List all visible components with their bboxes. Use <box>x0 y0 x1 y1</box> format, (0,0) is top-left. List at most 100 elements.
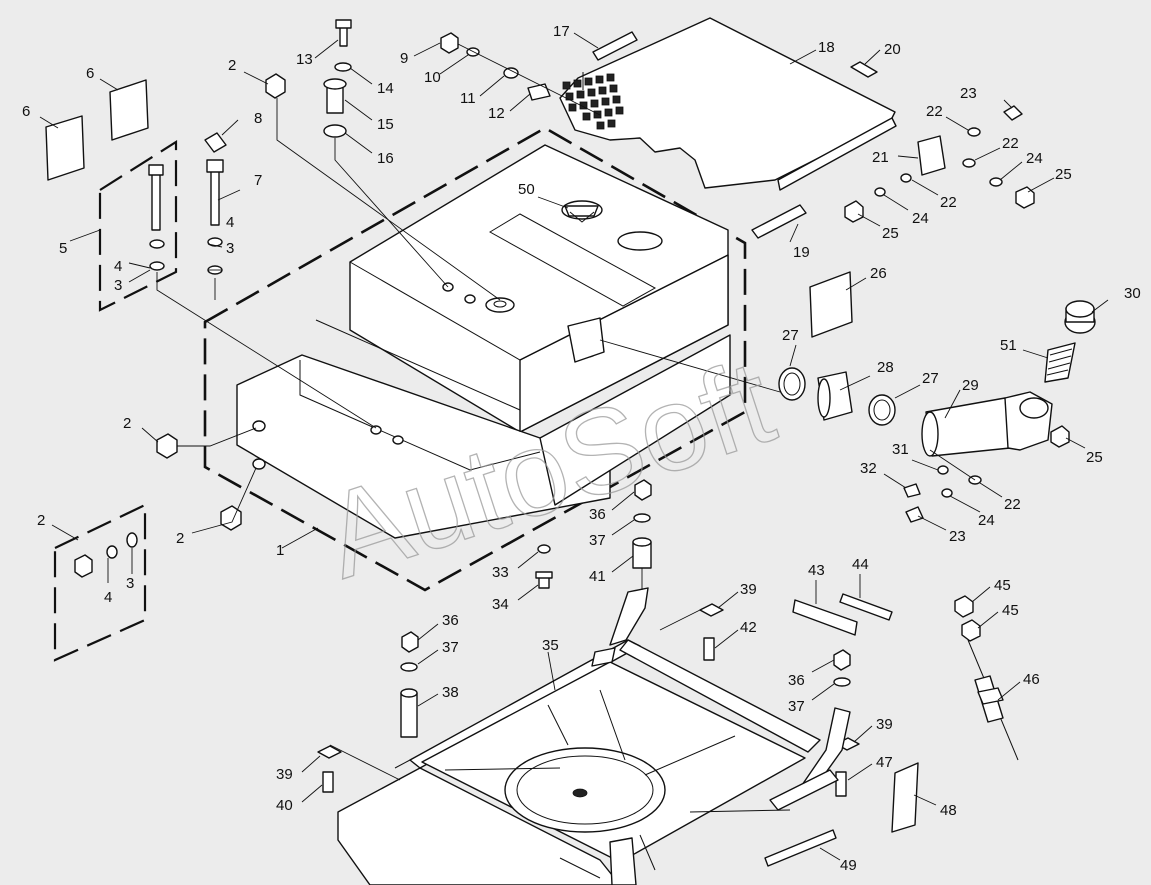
fuel-cap-30 <box>1064 300 1096 334</box>
callout-3: 3 <box>126 575 134 592</box>
callout-37: 37 <box>589 532 606 549</box>
callout-17: 17 <box>553 23 570 40</box>
spacer-38 <box>400 692 418 738</box>
callout-6: 6 <box>86 65 94 82</box>
clamp-27a <box>778 367 806 401</box>
callout-22: 22 <box>940 194 957 211</box>
callout-9: 9 <box>400 50 408 67</box>
callout-15: 15 <box>377 116 394 133</box>
clamp-27b <box>868 394 896 426</box>
callout-31: 31 <box>892 441 909 458</box>
bracket-21 <box>917 135 946 176</box>
bar-43 <box>792 599 858 636</box>
callout-43: 43 <box>808 562 825 579</box>
top-fasteners <box>323 19 878 138</box>
callout-5: 5 <box>59 240 67 257</box>
bar-44 <box>839 593 893 621</box>
bolt-32 <box>903 483 921 498</box>
callout-4: 4 <box>226 214 234 231</box>
pad-6b <box>109 79 149 141</box>
callout-24: 24 <box>1026 150 1043 167</box>
latch-46 <box>967 639 1019 761</box>
callout-36: 36 <box>442 612 459 629</box>
callout-47: 47 <box>876 754 893 771</box>
callout-34: 34 <box>492 596 509 613</box>
strap-19 <box>751 204 807 239</box>
strainer-51 <box>1044 342 1076 383</box>
callout-30: 30 <box>1124 285 1141 302</box>
callout-16: 16 <box>377 150 394 167</box>
callout-26: 26 <box>870 265 887 282</box>
filler-hose-assembly <box>778 300 1096 523</box>
bolt-47 <box>835 771 847 797</box>
callout-32: 32 <box>860 460 877 477</box>
pad-48 <box>891 762 919 833</box>
callout-19: 19 <box>793 244 810 261</box>
callout-38: 38 <box>442 684 459 701</box>
callout-14: 14 <box>377 80 394 97</box>
pad-6a <box>45 115 85 181</box>
callout-37: 37 <box>442 639 459 656</box>
callout-12: 12 <box>488 105 505 122</box>
callout-25: 25 <box>1086 449 1103 466</box>
cover-plate <box>559 17 897 191</box>
callout-21: 21 <box>872 149 889 166</box>
callouts: 1 2 2 2 2 3 3 3 4 4 4 5 6 6 7 8 9 10 11 … <box>22 23 1141 874</box>
callout-36: 36 <box>788 672 805 689</box>
callout-3: 3 <box>226 240 234 257</box>
callout-24: 24 <box>978 512 995 529</box>
bolt-12 <box>527 83 551 101</box>
pad-26 <box>809 271 853 338</box>
callout-37: 37 <box>788 698 805 715</box>
cover-plate-grid <box>562 73 624 130</box>
callout-10: 10 <box>424 69 441 86</box>
right-brackets <box>751 105 1035 338</box>
callout-42: 42 <box>740 619 757 636</box>
long-bolt <box>151 169 161 231</box>
callout-2: 2 <box>37 512 45 529</box>
callout-2: 2 <box>176 530 184 547</box>
bolt-40 <box>322 771 334 793</box>
callout-22: 22 <box>926 103 943 120</box>
callout-20: 20 <box>884 41 901 58</box>
callout-36: 36 <box>589 506 606 523</box>
callout-40: 40 <box>276 797 293 814</box>
fuel-sender <box>561 200 603 223</box>
callout-28: 28 <box>877 359 894 376</box>
callout-48: 48 <box>940 802 957 819</box>
callout-23: 23 <box>949 528 966 545</box>
stud-bolt <box>210 169 220 226</box>
callout-33: 33 <box>492 564 509 581</box>
bolt-20 <box>850 61 878 78</box>
callout-41: 41 <box>589 568 606 585</box>
callout-25: 25 <box>1055 166 1072 183</box>
callout-4: 4 <box>104 589 112 606</box>
tank-cradle-frame <box>337 587 851 885</box>
callout-25: 25 <box>882 225 899 242</box>
callout-6: 6 <box>22 103 30 120</box>
callout-23: 23 <box>960 85 977 102</box>
callout-45: 45 <box>994 577 1011 594</box>
strip-49 <box>764 829 837 867</box>
callout-22: 22 <box>1002 135 1019 152</box>
callout-29: 29 <box>962 377 979 394</box>
bolt-42 <box>703 637 715 661</box>
callout-51: 51 <box>1000 337 1017 354</box>
callout-3: 3 <box>114 277 122 294</box>
callout-2: 2 <box>123 415 131 432</box>
callout-27: 27 <box>782 327 799 344</box>
bolt-2-top <box>265 73 286 99</box>
callout-44: 44 <box>852 556 869 573</box>
callout-22: 22 <box>1004 496 1021 513</box>
callout-4: 4 <box>114 258 122 275</box>
callout-35: 35 <box>542 637 559 654</box>
mount-hardware <box>317 479 1019 867</box>
callout-7: 7 <box>254 172 262 189</box>
callout-39: 39 <box>876 716 893 733</box>
callout-46: 46 <box>1023 671 1040 688</box>
nut-9 <box>440 32 459 54</box>
callout-13: 13 <box>296 51 313 68</box>
callout-39: 39 <box>276 766 293 783</box>
callout-8: 8 <box>254 110 262 127</box>
callout-50: 50 <box>518 181 535 198</box>
